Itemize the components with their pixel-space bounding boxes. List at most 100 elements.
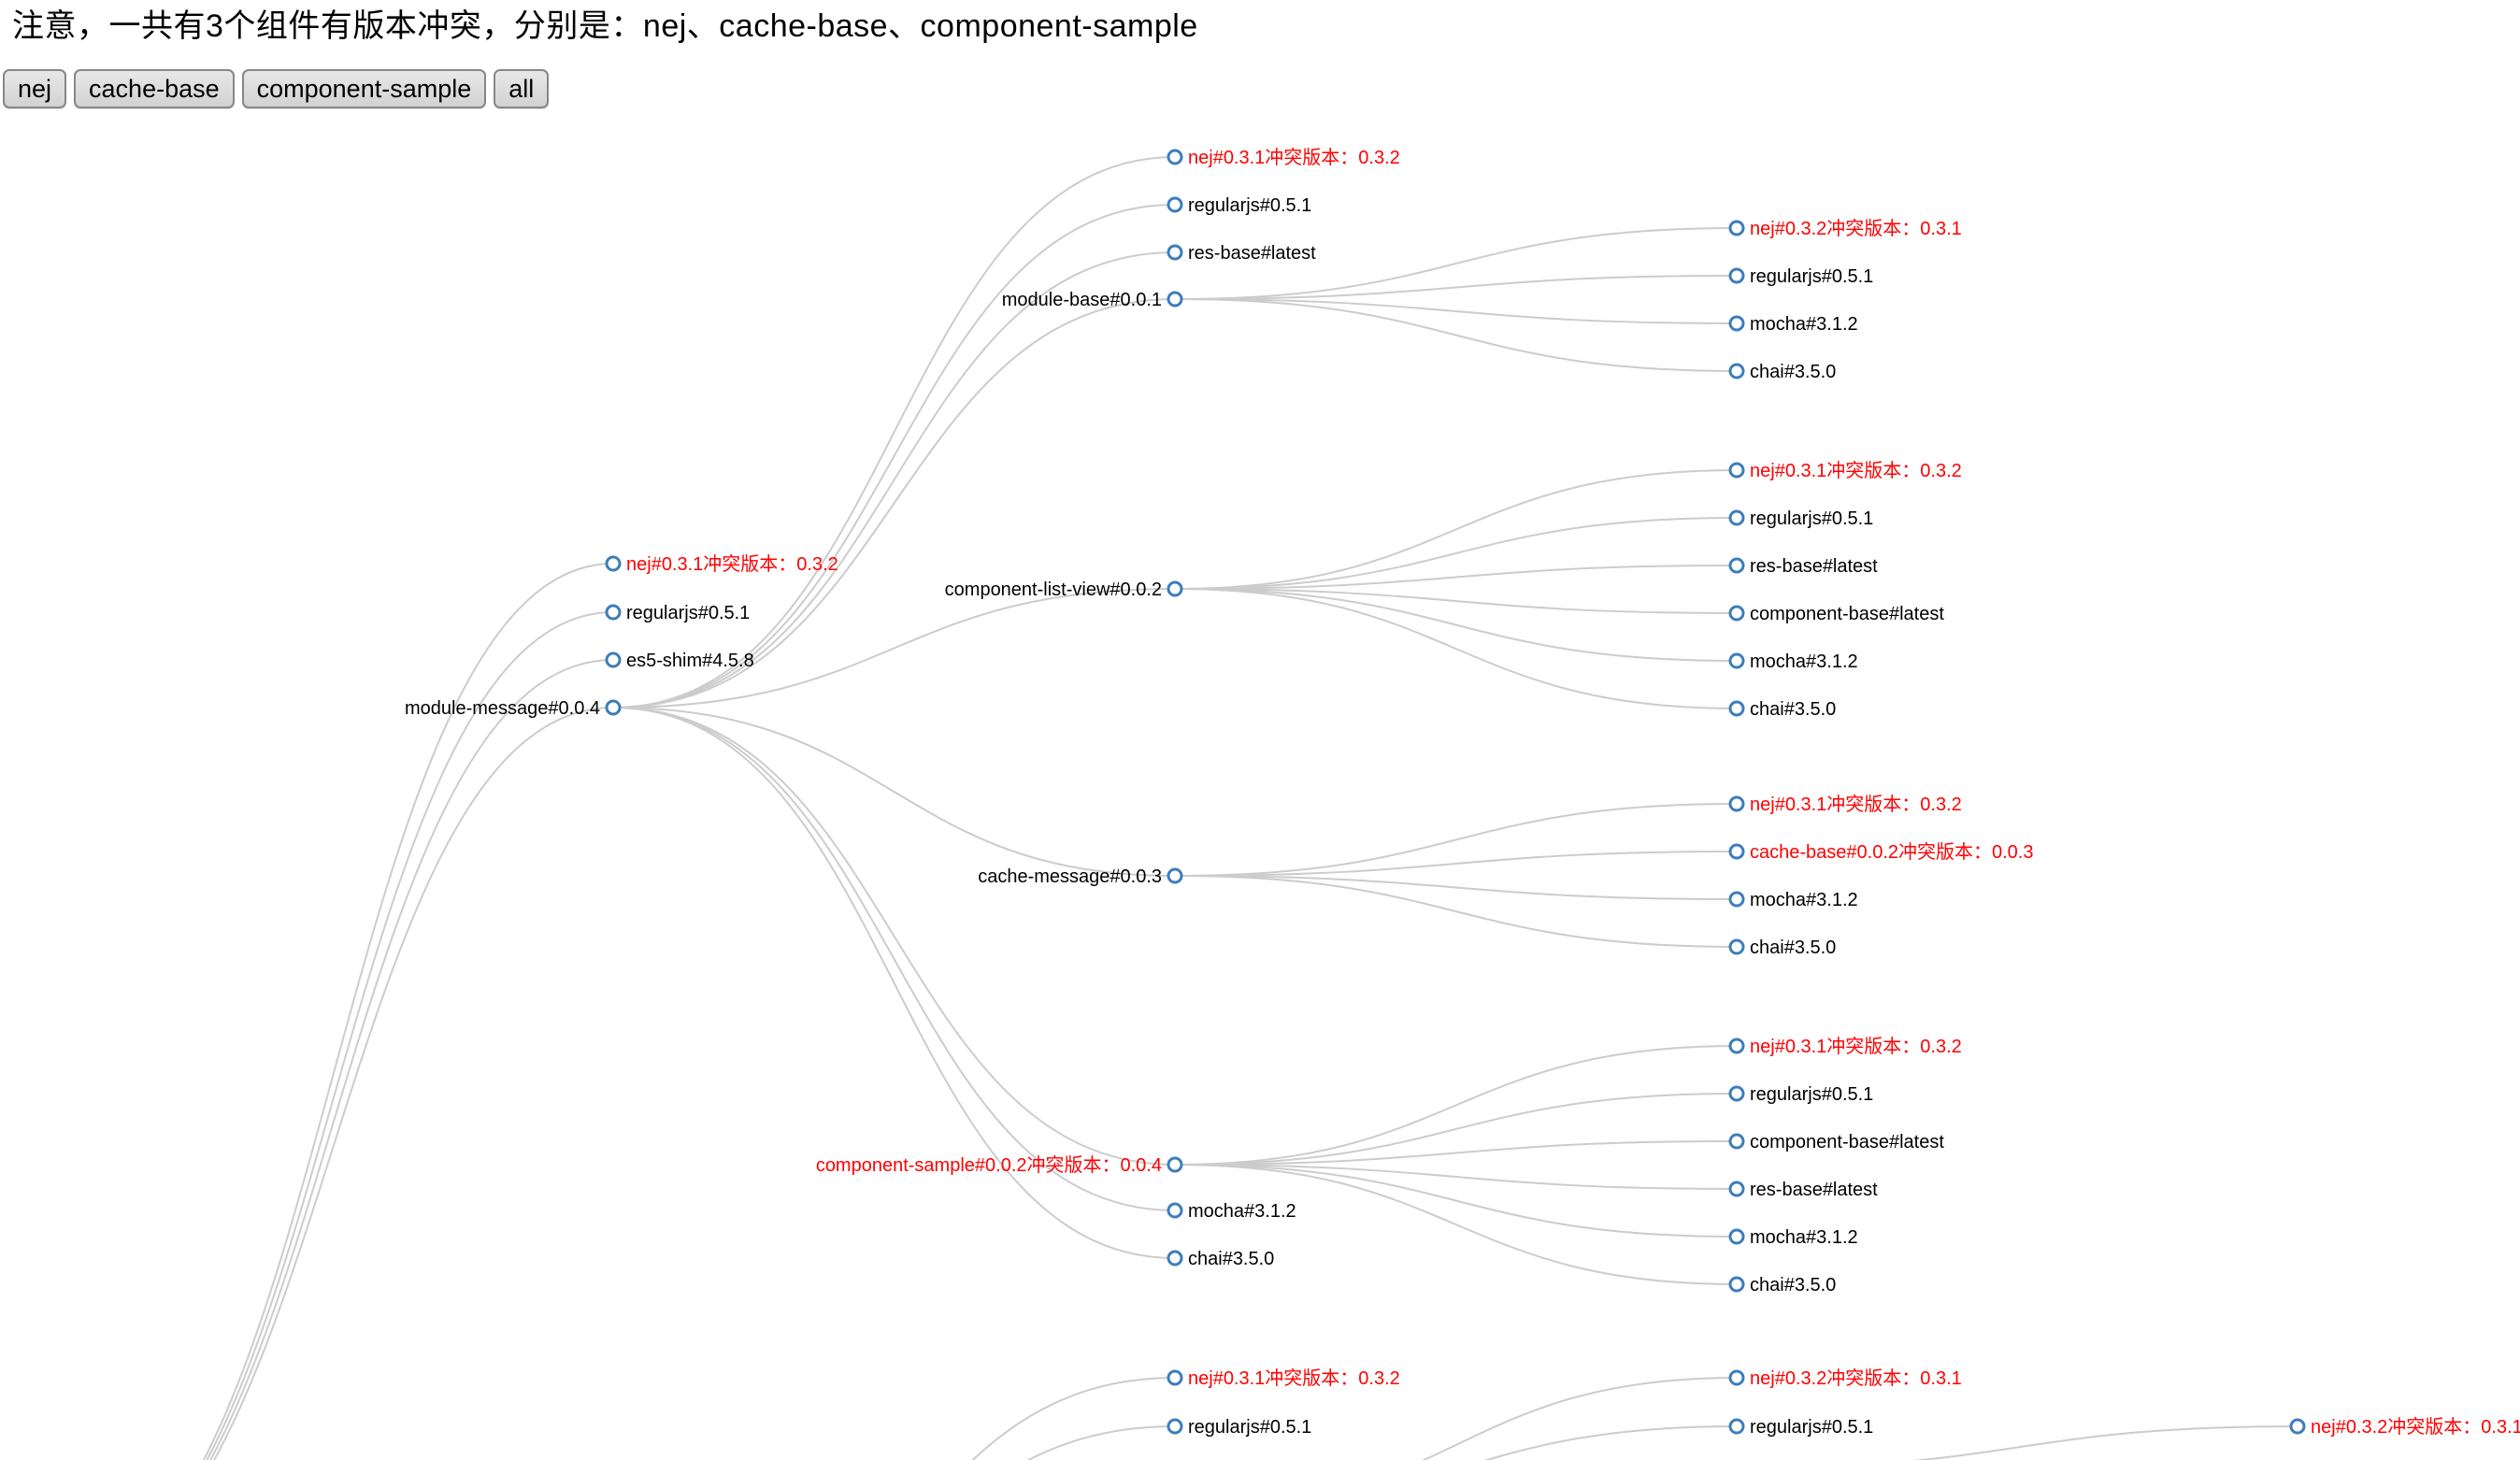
tree-node-circle[interactable] — [1728, 315, 1745, 332]
tree-node-circle[interactable] — [1728, 938, 1745, 955]
tree-link — [971, 1377, 1176, 1460]
tree-link — [1174, 275, 1738, 300]
tree-node: regularjs#0.5.1 — [1728, 1417, 1873, 1438]
tree-node-label: es5-shim#4.5.8 — [626, 651, 754, 671]
tree-node-label: res-base#latest — [1188, 243, 1316, 264]
filter-button-cache-base[interactable]: cache-base — [74, 69, 235, 108]
tree-link — [1174, 1164, 1738, 1238]
tree-node: nej#0.3.2冲突版本：0.3.1 — [1728, 218, 1962, 239]
tree-node-circle[interactable] — [1728, 220, 1745, 236]
tree-node-circle[interactable] — [1728, 509, 1745, 526]
tree-link — [1174, 517, 1738, 590]
tree-link — [1174, 588, 1738, 709]
tree-node-circle[interactable] — [1728, 363, 1745, 379]
tree-node-label: regularjs#0.5.1 — [626, 603, 750, 623]
tree-node: chai#3.5.0 — [1728, 699, 1836, 720]
tree-node-label: regularjs#0.5.1 — [1750, 266, 1873, 287]
tree-node-label: nej#0.3.1冲突版本：0.3.2 — [626, 553, 838, 575]
tree-node: regularjs#0.5.1 — [1728, 508, 1873, 529]
tree-node-circle[interactable] — [1728, 267, 1745, 284]
tree-node: component-sample#0.0.2冲突版本：0.0.4 — [816, 1154, 1183, 1176]
tree-node-circle[interactable] — [1728, 1276, 1745, 1293]
tree-link — [1174, 1093, 1738, 1166]
tree-node-label: mocha#3.1.2 — [1750, 890, 1858, 910]
tree-node-label: component-sample#0.0.2冲突版本：0.0.4 — [816, 1154, 1162, 1176]
tree-link — [1174, 875, 1738, 900]
tree-node-circle[interactable] — [1167, 1202, 1183, 1219]
tree-node-circle[interactable] — [1728, 605, 1745, 622]
tree-node-circle[interactable] — [605, 699, 622, 716]
tree-node-circle[interactable] — [1167, 580, 1183, 597]
tree-node-circle[interactable] — [1728, 1369, 1745, 1386]
tree-link — [208, 659, 614, 1460]
tree-link — [612, 251, 1176, 709]
tree-node: chai#3.5.0 — [1728, 938, 1836, 958]
tree-node-label: nej#0.3.1冲突版本：0.3.2 — [1750, 1036, 1962, 1057]
tree-node-circle[interactable] — [1167, 244, 1183, 261]
tree-node-circle[interactable] — [1167, 1369, 1183, 1386]
tree-node-circle[interactable] — [1728, 700, 1745, 717]
tree-node-circle[interactable] — [1728, 652, 1745, 669]
tree-link — [1174, 298, 1738, 372]
tree-node: regularjs#0.5.1 — [605, 603, 750, 623]
tree-node-circle[interactable] — [1728, 462, 1745, 479]
tree-node-circle[interactable] — [1728, 1038, 1745, 1054]
tree-node: nej#0.3.1冲突版本：0.3.2 — [1728, 460, 1962, 481]
tree-node-circle[interactable] — [1728, 1418, 1745, 1435]
tree-link — [612, 204, 1176, 709]
tree-node-circle[interactable] — [1728, 1133, 1745, 1150]
tree-link — [1483, 1425, 1738, 1460]
tree-node-label: regularjs#0.5.1 — [1188, 195, 1311, 216]
tree-node: nej#0.3.1冲突版本：0.3.2 — [605, 553, 838, 575]
tree-node: chai#3.5.0 — [1728, 1275, 1836, 1295]
tree-node-circle[interactable] — [1167, 1418, 1183, 1435]
tree-node-circle[interactable] — [1728, 891, 1745, 908]
filter-button-all[interactable]: all — [494, 69, 550, 108]
tree-link — [1174, 1140, 1738, 1166]
tree-node-circle[interactable] — [1167, 196, 1183, 213]
tree-node-circle[interactable] — [1728, 1085, 1745, 1102]
tree-node: mocha#3.1.2 — [1728, 651, 1858, 672]
tree-link — [1174, 227, 1738, 300]
tree-node-circle[interactable] — [1167, 1156, 1183, 1173]
tree-node: mocha#3.1.2 — [1728, 890, 1858, 910]
tree-link — [1174, 588, 1738, 614]
tree-node-label: module-message#0.0.4 — [405, 698, 600, 719]
tree-node-circle[interactable] — [2289, 1418, 2306, 1435]
tree-node-label: nej#0.3.2冲突版本：0.3.1 — [1750, 218, 1962, 239]
tree-node: es5-shim#4.5.8 — [605, 651, 754, 671]
filter-button-component-sample[interactable]: component-sample — [241, 69, 487, 108]
tree-node: chai#3.5.0 — [1728, 362, 1836, 382]
tree-node-label: nej#0.3.1冲突版本：0.3.2 — [1188, 147, 1400, 168]
tree-node-circle[interactable] — [1728, 843, 1745, 860]
tree-node-circle[interactable] — [1167, 149, 1183, 165]
tree-link — [612, 707, 1176, 1166]
tree-node: component-base#latest — [1728, 1132, 1944, 1152]
tree-node: res-base#latest — [1728, 556, 1878, 577]
filter-button-nej[interactable]: nej — [3, 69, 67, 108]
tree-node: regularjs#0.5.1 — [1167, 1417, 1311, 1438]
tree-link — [612, 707, 1176, 877]
tree-node-label: regularjs#0.5.1 — [1188, 1417, 1311, 1438]
tree-node-circle[interactable] — [1167, 291, 1183, 308]
tree-node-circle[interactable] — [605, 555, 622, 572]
tree-link — [612, 298, 1176, 709]
tree-node: res-base#latest — [1167, 243, 1316, 264]
tree-link — [1174, 1045, 1738, 1166]
tree-node-label: component-list-view#0.0.2 — [945, 580, 1162, 600]
tree-node-circle[interactable] — [1728, 795, 1745, 812]
tree-node-circle[interactable] — [1728, 1181, 1745, 1197]
tree-node: nej#0.3.1冲突版本：0.3.2 — [1728, 794, 1962, 815]
tree-node-label: regularjs#0.5.1 — [1750, 1084, 1873, 1105]
tree-node-circle[interactable] — [1728, 1228, 1745, 1245]
tree-node-circle[interactable] — [605, 651, 622, 668]
tree-node-circle[interactable] — [1167, 867, 1183, 884]
tree-node-label: mocha#3.1.2 — [1188, 1201, 1296, 1222]
tree-node-label: component-base#latest — [1750, 604, 1944, 624]
tree-node-circle[interactable] — [605, 604, 622, 621]
tree-node-circle[interactable] — [1167, 1250, 1183, 1267]
tree-node-circle[interactable] — [1728, 557, 1745, 574]
tree-link — [1174, 565, 1738, 590]
